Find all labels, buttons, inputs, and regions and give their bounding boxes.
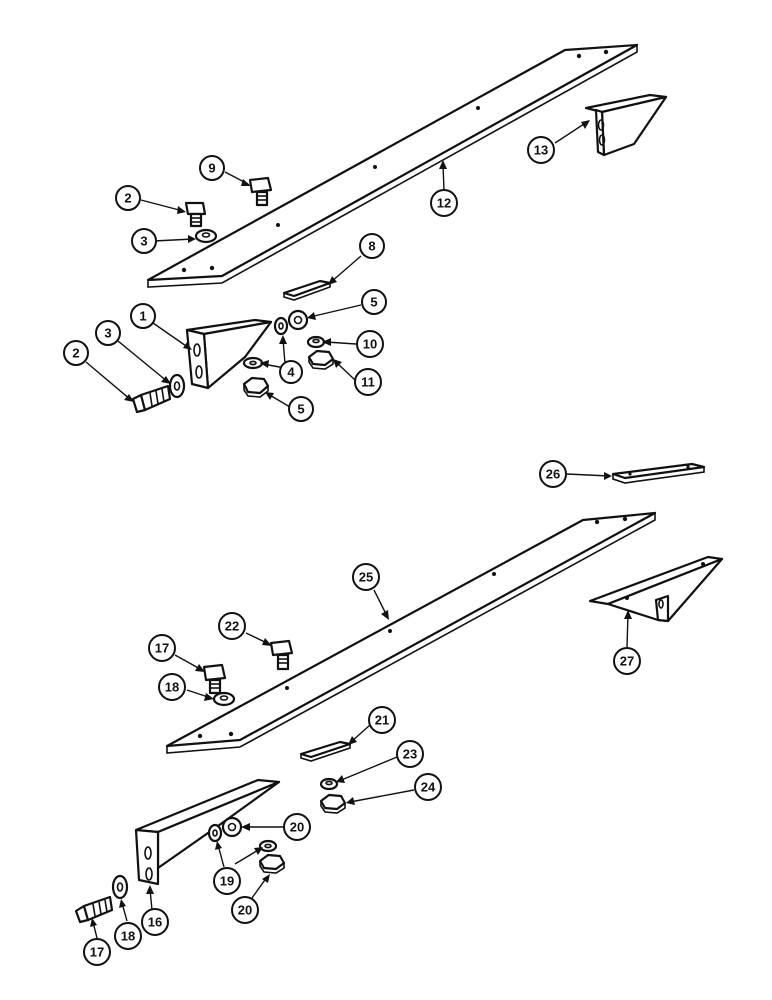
svg-text:2: 2 [124,191,131,206]
callout-8: 8 [359,233,385,259]
callout-25: 25 [352,563,380,591]
svg-text:16: 16 [148,915,162,930]
callout-12: 12 [430,189,458,217]
svg-text:3: 3 [104,326,111,341]
svg-text:13: 13 [534,143,548,158]
callout-19: 19 [213,867,241,895]
svg-text:24: 24 [421,780,436,795]
nut-part-5-lower [242,376,270,398]
washer-part-23 [319,777,339,791]
washer-part-10 [306,335,326,349]
flat-bar-part-12 [146,43,639,288]
svg-text:9: 9 [208,161,215,176]
callout-3: 3 [131,228,157,254]
svg-text:20: 20 [238,903,252,918]
svg-text:5: 5 [297,402,304,417]
svg-text:20: 20 [290,820,304,835]
svg-text:21: 21 [375,713,389,728]
callout-10: 10 [356,330,384,358]
callout-20: 20 [231,896,259,924]
svg-text:23: 23 [403,747,417,762]
plate-part-21 [299,740,352,762]
svg-text:2: 2 [72,346,79,361]
callout-2: 2 [63,340,89,366]
svg-text:10: 10 [363,337,377,352]
plate-part-8 [282,279,332,301]
callout-18: 18 [114,922,142,950]
washer-part-3-upper [194,228,218,244]
callout-11: 11 [354,368,382,396]
svg-text:18: 18 [121,929,135,944]
callout-24: 24 [414,773,442,801]
svg-text:19: 19 [220,874,234,889]
callout-2: 2 [115,185,141,211]
svg-text:8: 8 [368,239,375,254]
nut-part-20-upper [221,816,243,838]
bolt-part-2-upper [184,201,207,228]
bolt-part-22 [269,639,294,671]
callout-13: 13 [527,136,555,164]
angle-bracket-part-16 [134,778,281,886]
lock-washer-part-19 [207,823,278,853]
angle-bracket-part-1 [185,318,273,390]
svg-text:1: 1 [139,309,146,324]
svg-text:18: 18 [165,680,179,695]
callout-9: 9 [199,155,225,181]
nut-part-20-lower [258,853,286,874]
svg-text:5: 5 [370,295,377,310]
callout-23: 23 [396,740,424,768]
svg-text:12: 12 [437,196,451,211]
nut-part-5-upper [287,309,309,331]
bolt-part-17-upper [202,663,227,695]
washer-part-3-lower [168,373,186,399]
bolt-part-2-lower [131,384,172,414]
washer-part-18-lower [111,874,129,900]
callout-17: 17 [148,634,176,662]
flat-bar-part-25 [165,511,657,754]
plate-part-26 [611,462,706,484]
nut-part-11 [307,349,335,370]
svg-text:4: 4 [287,365,295,380]
svg-text:17: 17 [155,641,169,656]
washer-part-18-upper [212,691,236,707]
callout-16: 16 [141,908,169,936]
callout-27: 27 [613,647,641,675]
callout-5: 5 [288,396,314,422]
callout-4: 4 [279,360,303,384]
callout-1: 1 [130,303,156,329]
angle-bracket-part-27 [588,555,724,623]
svg-text:26: 26 [546,467,560,482]
svg-text:25: 25 [359,570,373,585]
svg-text:17: 17 [90,945,104,960]
callout-22: 22 [218,612,246,640]
svg-text:22: 22 [225,619,239,634]
callout-26: 26 [539,460,567,488]
leader-lines [85,120,632,939]
svg-text:11: 11 [361,375,375,390]
svg-text:27: 27 [620,654,634,669]
callouts: 2 9 3 12 13 8 1 3 5 2 10 4 11 5 26 25 22… [63,136,641,966]
callout-20: 20 [283,813,311,841]
lock-washer-part-4 [242,316,289,370]
bolt-part-17-lower [74,895,114,924]
bolt-part-9 [248,176,273,207]
angle-bracket-part-13 [584,93,668,157]
callout-5: 5 [361,289,387,315]
callout-3: 3 [95,320,121,346]
callout-21: 21 [368,706,396,734]
nut-part-24 [319,793,347,814]
callout-18: 18 [158,673,186,701]
svg-text:3: 3 [140,234,147,249]
callout-17: 17 [83,938,111,966]
